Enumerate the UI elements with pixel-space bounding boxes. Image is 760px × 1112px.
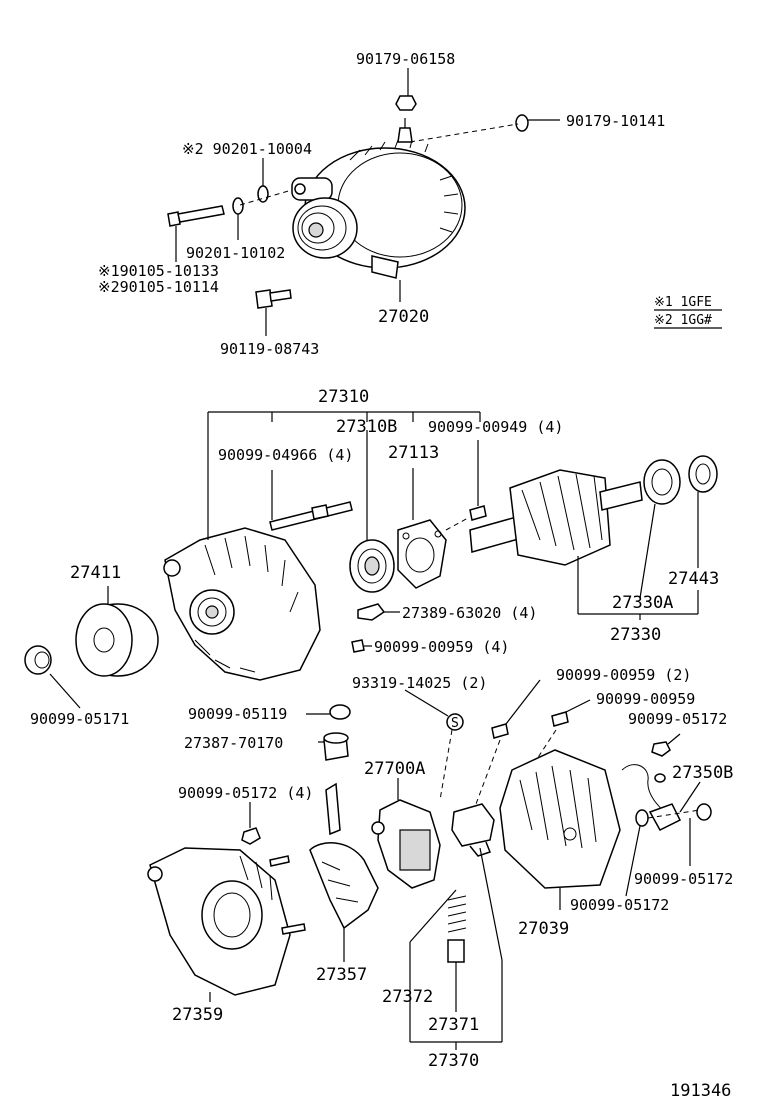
rear-cover-27039 xyxy=(499,749,621,910)
nut-90099-05172-b xyxy=(689,803,712,866)
label-90099-00959-2: 90099-00959 (2) xyxy=(556,666,691,684)
rotor-27330 xyxy=(469,469,643,566)
label-27389-63020: 27389-63020 (4) xyxy=(402,604,537,622)
brush-holder xyxy=(451,803,495,857)
note-1gfe: ※1 1GFE xyxy=(654,295,712,310)
insulator-27387-70170 xyxy=(318,732,349,761)
label-90099-05172-4: 90099-05172 (4) xyxy=(178,784,313,802)
drive-end-frame xyxy=(163,412,321,681)
label-27359: 27359 xyxy=(172,1005,223,1025)
seal-93319-14025: S xyxy=(404,689,464,731)
retainer-plate-27113 xyxy=(397,468,469,589)
label-90099-00959-4: 90099-00959 (4) xyxy=(374,638,509,656)
label-27357: 27357 xyxy=(316,965,367,985)
label-90179-10141: 90179-10141 xyxy=(566,112,665,130)
label-27113: 27113 xyxy=(388,443,439,463)
washer-90201-10102 xyxy=(232,197,244,240)
note-1gg: ※2 1GG# xyxy=(654,313,712,328)
plug-27389-63020 xyxy=(357,603,400,621)
terminal-27350B xyxy=(621,764,701,831)
nut-90099-05172-c xyxy=(625,809,649,897)
washer-90201-10004 xyxy=(257,158,269,203)
washer-90179-10141 xyxy=(409,114,560,143)
stud-bolt-90099-04966 xyxy=(269,470,353,531)
label-27371: 27371 xyxy=(428,1015,479,1035)
label-90099-05172-a: 90099-05172 xyxy=(628,710,727,728)
label-90179-06158: 90179-06158 xyxy=(356,50,455,68)
screw-90099-00959 xyxy=(551,699,591,727)
alternator-assembly xyxy=(291,118,466,279)
screw-90099-00959-2 xyxy=(491,679,541,739)
label-27370: 27370 xyxy=(428,1051,479,1071)
nut-90099-05172-4 xyxy=(241,802,261,845)
label-27310: 27310 xyxy=(318,387,369,407)
bearing-27310B xyxy=(349,430,395,593)
spring-27372 xyxy=(409,889,467,943)
label-90201-10102: 90201-10102 xyxy=(186,244,285,262)
label-90099-04966: 90099-04966 (4) xyxy=(218,446,353,464)
rectifier-27357 xyxy=(309,782,379,962)
label-290105-10114: ※290105-10114 xyxy=(98,278,219,296)
label-90119-08743: 90119-08743 xyxy=(220,340,319,358)
label-27700A: 27700A xyxy=(364,759,425,779)
figure-number: 191346 xyxy=(670,1081,731,1101)
label-93319-14025: 93319-14025 (2) xyxy=(352,674,487,692)
bearing-27330A xyxy=(639,459,681,599)
label-90099-05172-c: 90099-05172 xyxy=(570,896,669,914)
label-27411: 27411 xyxy=(70,563,121,583)
nut-90099-05119 xyxy=(306,704,351,720)
label-27330A: 27330A xyxy=(612,593,673,613)
pulley-27411 xyxy=(75,586,159,677)
brush-27371 xyxy=(447,939,465,1012)
label-27330: 27330 xyxy=(610,625,661,645)
bolt-90119-08743 xyxy=(255,289,292,336)
label-190105-10133: ※190105-10133 xyxy=(98,262,219,280)
screw-90099-00949 xyxy=(469,440,487,521)
label-27443: 27443 xyxy=(668,569,719,589)
bolt-90105 xyxy=(167,205,225,262)
label-90099-05171: 90099-05171 xyxy=(30,710,129,728)
label-90099-05119: 90099-05119 xyxy=(188,705,287,723)
label-27020: 27020 xyxy=(378,307,429,327)
cover-27443 xyxy=(688,455,718,568)
label-90099-05172-b: 90099-05172 xyxy=(634,870,733,888)
svg-text:S: S xyxy=(451,716,459,731)
label-27372: 27372 xyxy=(382,987,433,1007)
label-27350B: 27350B xyxy=(672,763,733,783)
label-27310B: 27310B xyxy=(336,417,397,437)
label-90099-00959: 90099-00959 xyxy=(596,690,695,708)
regulator-27700A xyxy=(371,778,441,889)
label-90099-00949: 90099-00949 (4) xyxy=(428,418,563,436)
label-27387-70170: 27387-70170 xyxy=(184,734,283,752)
screw-90099-00959-4 xyxy=(351,639,372,653)
label-90201-10004: ※2 90201-10004 xyxy=(182,140,312,158)
nut-90179-06158 xyxy=(395,68,417,111)
nut-90099-05171 xyxy=(24,645,81,709)
label-27039: 27039 xyxy=(518,919,569,939)
rear-frame-27359 xyxy=(147,847,306,1002)
nut-90099-05172-a xyxy=(651,733,681,757)
